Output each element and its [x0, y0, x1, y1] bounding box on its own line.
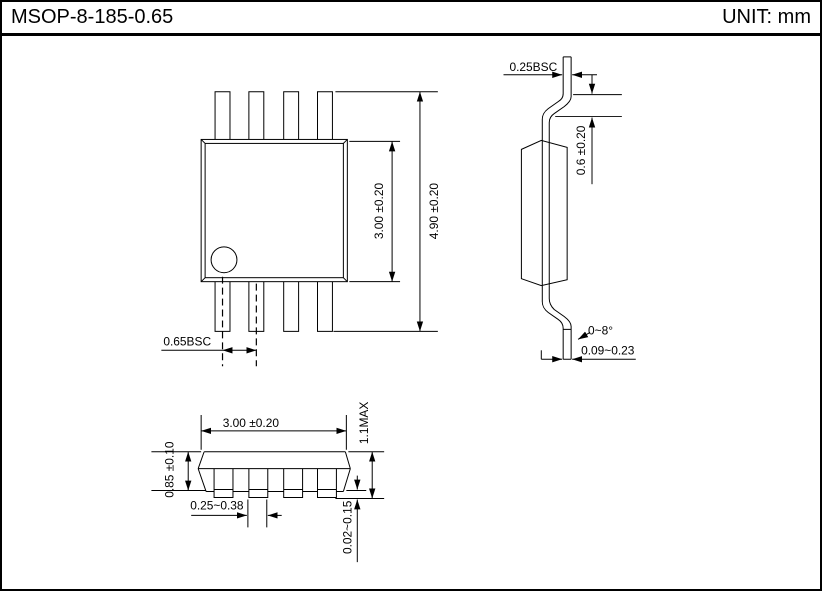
- front-view-pins: [213, 468, 337, 498]
- dim-lead-width-label: 0.25BSC: [509, 60, 557, 74]
- unit-label: UNIT: mm: [722, 6, 811, 28]
- dim-body-height-label: 0.85 ±0.10: [162, 441, 176, 498]
- side-lead-lower: [541, 285, 572, 360]
- dim-top-overall-length: 4.90 ±0.20: [333, 91, 441, 332]
- package-title: MSOP-8-185-0.65: [11, 6, 174, 28]
- package-outline-drawing: 0.65BSC 3.00 ±0.20 4.90 ±0.20: [151, 56, 636, 563]
- side-view: 0.25BSC 0.6 ±0.20 0~8° 0.09~0.23: [503, 56, 636, 363]
- dim-lead-angle: 0~8°: [577, 323, 613, 340]
- dim-lead-angle-label: 0~8°: [588, 323, 613, 337]
- dim-foot-length: 0.6 ±0.20: [555, 74, 622, 185]
- pin1-marker: [210, 246, 238, 274]
- dim-lead-thickness: 0.09~0.23: [540, 343, 636, 363]
- dim-overall-height: 1.1MAX: [335, 402, 385, 499]
- side-body-outline: [520, 139, 568, 287]
- dim-top-body-width-label: 3.00 ±0.20: [372, 183, 386, 240]
- side-lead-upper: [541, 56, 572, 286]
- dim-standoff: 0.02~0.15: [340, 475, 367, 563]
- package-body-outline: [200, 138, 348, 283]
- top-view-pins-lower: [214, 281, 333, 332]
- top-view: 0.65BSC 3.00 ±0.20 4.90 ±0.20: [161, 91, 441, 367]
- package-body-inner-outline: [204, 142, 344, 279]
- dim-top-overall-length-label: 4.90 ±0.20: [427, 183, 441, 240]
- front-view: 3.00 ±0.20 1.1MAX 0.85 ±0.10 0.25~0.38: [151, 402, 385, 563]
- dim-lead-foot-width-label: 0.25~0.38: [190, 498, 244, 512]
- top-view-pins-upper: [214, 91, 333, 140]
- title-bar: MSOP-8-185-0.65 UNIT: mm: [2, 2, 820, 36]
- dim-lead-thickness-label: 0.09~0.23: [581, 343, 635, 357]
- dim-body-height: 0.85 ±0.10: [151, 441, 207, 498]
- dim-pin-pitch-label: 0.65BSC: [163, 334, 211, 348]
- dim-lead-width: 0.25BSC: [503, 60, 597, 78]
- dim-lead-foot-width: 0.25~0.38: [190, 498, 282, 528]
- dim-top-body-width: 3.00 ±0.20: [349, 140, 401, 283]
- dim-standoff-label: 0.02~0.15: [340, 500, 354, 554]
- dim-front-body-width: 3.00 ±0.20: [200, 414, 347, 450]
- dim-foot-length-label: 0.6 ±0.20: [574, 125, 588, 175]
- front-body-outline: [197, 451, 351, 493]
- dim-pin-pitch: 0.65BSC: [161, 334, 257, 354]
- dim-front-body-width-label: 3.00 ±0.20: [223, 416, 280, 430]
- dim-overall-height-label: 1.1MAX: [357, 402, 371, 444]
